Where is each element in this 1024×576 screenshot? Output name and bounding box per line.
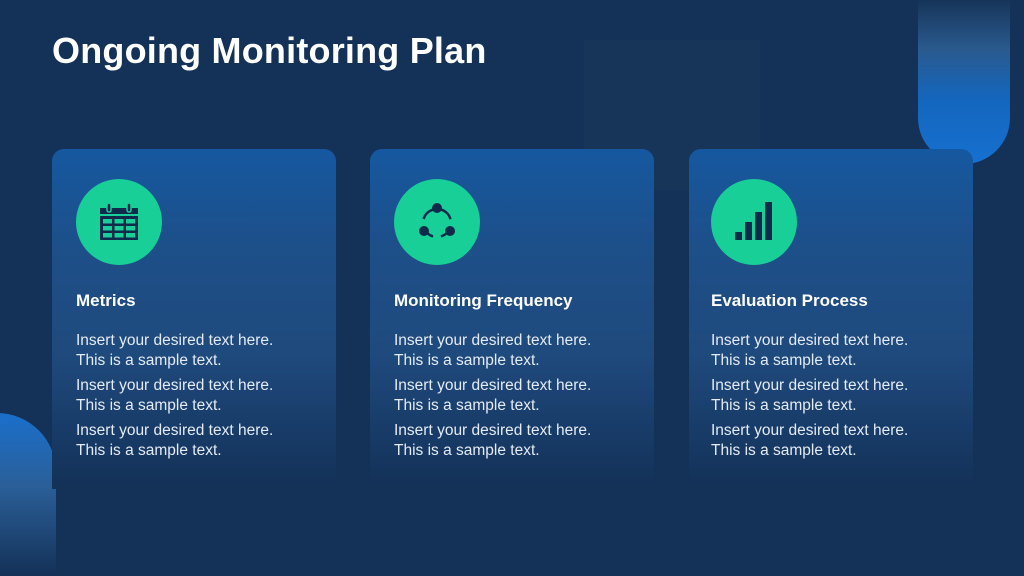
- cycle-icon: [419, 203, 455, 239]
- icon-badge: [394, 179, 480, 265]
- card-paragraph: Insert your desired text here. This is a…: [76, 376, 326, 416]
- card-paragraph: Insert your desired text here. This is a…: [76, 421, 326, 461]
- paragraph-line: This is a sample text.: [394, 442, 540, 459]
- card-paragraph: Insert your desired text here. This is a…: [394, 376, 644, 416]
- card-paragraph: Insert your desired text here. This is a…: [711, 421, 961, 461]
- paragraph-line: Insert your desired text here.: [76, 422, 274, 439]
- card-paragraph: Insert your desired text here. This is a…: [711, 331, 961, 371]
- card-metrics: Metrics Insert your desired text here. T…: [52, 149, 336, 489]
- card-body: Insert your desired text here. This is a…: [76, 331, 326, 466]
- paragraph-line: Insert your desired text here.: [394, 422, 592, 439]
- paragraph-line: Insert your desired text here.: [711, 422, 909, 439]
- decorative-rounded-bar-bottom-left: [0, 413, 56, 576]
- paragraph-line: Insert your desired text here.: [76, 332, 274, 349]
- paragraph-line: This is a sample text.: [76, 397, 222, 414]
- paragraph-line: Insert your desired text here.: [394, 332, 592, 349]
- calendar-icon: [100, 202, 138, 240]
- card-paragraph: Insert your desired text here. This is a…: [394, 421, 644, 461]
- icon-badge: [76, 179, 162, 265]
- slide-title: Ongoing Monitoring Plan: [52, 30, 487, 71]
- paragraph-line: This is a sample text.: [711, 397, 857, 414]
- paragraph-line: This is a sample text.: [394, 397, 540, 414]
- paragraph-line: This is a sample text.: [711, 352, 857, 369]
- bar-chart-icon: [735, 202, 772, 240]
- card-body: Insert your desired text here. This is a…: [711, 331, 961, 466]
- paragraph-line: Insert your desired text here.: [711, 377, 909, 394]
- paragraph-line: Insert your desired text here.: [711, 332, 909, 349]
- paragraph-line: This is a sample text.: [76, 442, 222, 459]
- paragraph-line: This is a sample text.: [711, 442, 857, 459]
- card-body: Insert your desired text here. This is a…: [394, 331, 644, 466]
- icon-badge: [711, 179, 797, 265]
- card-heading: Monitoring Frequency: [394, 291, 573, 310]
- card-paragraph: Insert your desired text here. This is a…: [711, 376, 961, 416]
- card-evaluation-process: Evaluation Process Insert your desired t…: [689, 149, 973, 489]
- paragraph-line: Insert your desired text here.: [76, 377, 274, 394]
- card-heading: Metrics: [76, 291, 136, 310]
- card-heading: Evaluation Process: [711, 291, 868, 310]
- decorative-rounded-bar-top-right: [918, 0, 1010, 164]
- card-paragraph: Insert your desired text here. This is a…: [394, 331, 644, 371]
- card-paragraph: Insert your desired text here. This is a…: [76, 331, 326, 371]
- paragraph-line: This is a sample text.: [394, 352, 540, 369]
- card-monitoring-frequency: Monitoring Frequency Insert your desired…: [370, 149, 654, 489]
- paragraph-line: Insert your desired text here.: [394, 377, 592, 394]
- paragraph-line: This is a sample text.: [76, 352, 222, 369]
